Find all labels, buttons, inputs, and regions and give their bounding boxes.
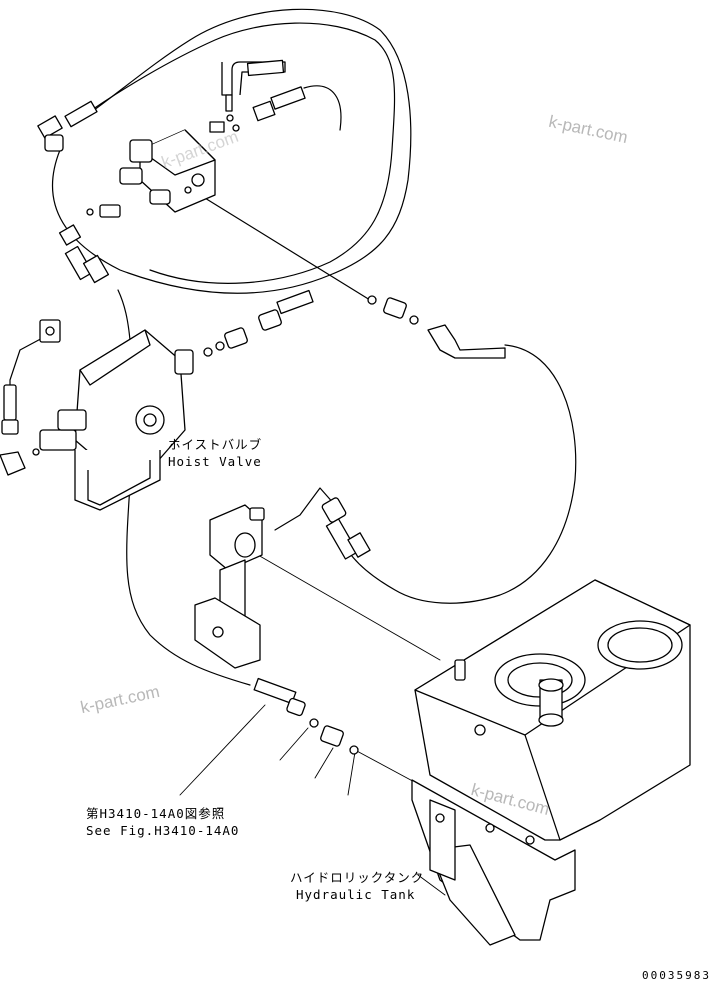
hydraulic-tank-label-en: Hydraulic Tank [296,887,416,902]
see-fig-label-en: See Fig.H3410-14A0 [86,823,240,838]
hoist-valve-body [39,319,194,511]
hoist-valve-label-jp: ホイストバルブ [168,437,263,452]
left-elbows [0,384,40,476]
center-fittings [203,289,314,357]
middle-left-hose [58,224,110,284]
top-hose-assembly [209,59,342,133]
upper-valve-block [86,129,216,218]
bottom-fittings [253,677,359,755]
hydraulic-tank-label-jp: ハイドロリックタンク [290,870,425,885]
right-fittings [367,295,506,359]
see-fig-label-jp: 第H3410-14A0図参照 [86,806,226,821]
upright-block [194,504,265,669]
hoist-valve-label-en: Hoist Valve [168,454,262,469]
s-hose [321,497,371,560]
left-top-hose [37,100,98,152]
drawing-code: 00035983 [642,969,711,982]
hydraulic-lines [9,8,577,896]
hydraulic-tank [411,579,691,946]
